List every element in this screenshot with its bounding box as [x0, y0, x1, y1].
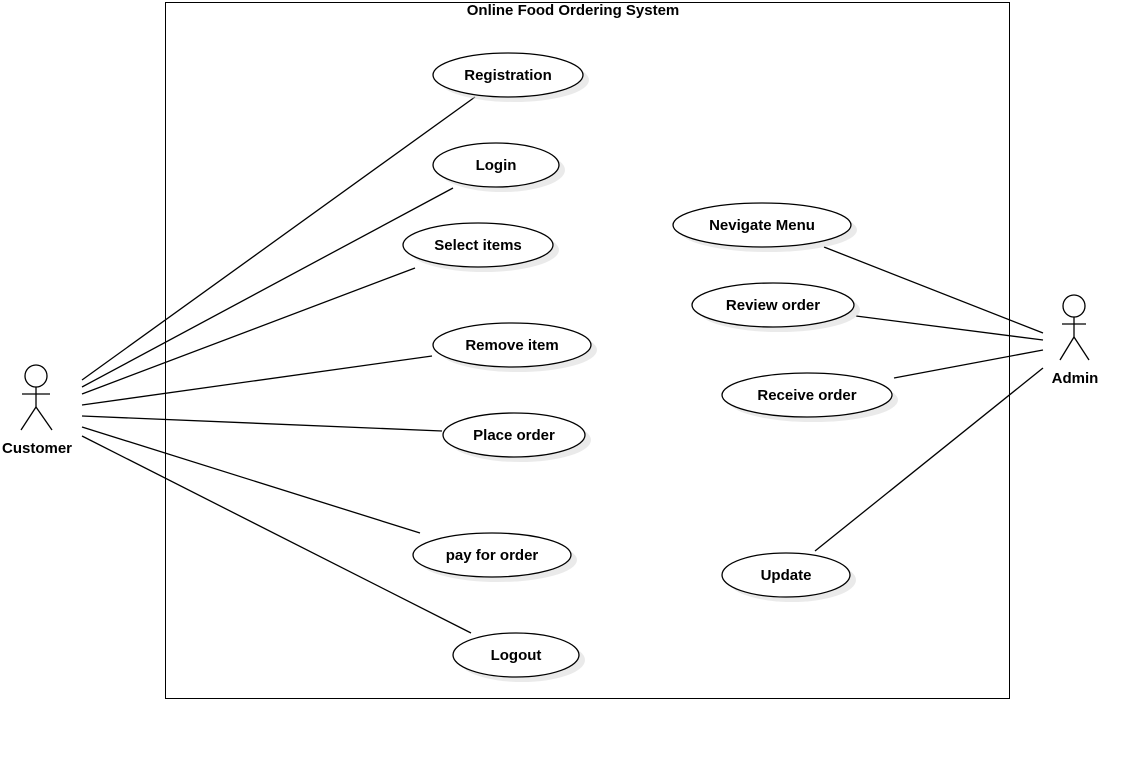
- use-case-label: Nevigate Menu: [709, 217, 815, 234]
- actor-label: Admin: [1052, 370, 1099, 387]
- use-case-label: Review order: [726, 297, 820, 314]
- assoc-customer-place-order: [81, 415, 443, 432]
- use-case-receive-order: Receive order: [721, 372, 898, 422]
- use-case-label: Logout: [491, 647, 542, 664]
- stick-figure-icon: [20, 364, 53, 431]
- use-case-review-order: Review order: [691, 282, 860, 332]
- assoc-admin-nevigate-menu: [823, 246, 1044, 334]
- assoc-customer-remove-item: [81, 355, 433, 406]
- assoc-customer-registration: [81, 96, 476, 381]
- actor-label: Customer: [2, 440, 72, 457]
- assoc-customer-logout: [81, 435, 472, 634]
- associations: [81, 96, 1044, 634]
- use-case-label: pay for order: [446, 547, 539, 564]
- assoc-admin-update: [814, 367, 1044, 552]
- use-case-nevigate-menu: Nevigate Menu: [672, 202, 857, 252]
- use-case-label: Update: [761, 567, 812, 584]
- use-case-update: Update: [721, 552, 856, 602]
- use-case-registration: Registration: [432, 52, 589, 102]
- assoc-customer-login: [81, 187, 454, 388]
- use-case-label: Place order: [473, 427, 555, 444]
- actor-customer: Customer: [2, 364, 72, 457]
- use-case-place-order: Place order: [442, 412, 591, 462]
- system-title: Online Food Ordering System: [467, 2, 680, 19]
- system-boundary: [165, 2, 1010, 699]
- use-case-login: Login: [432, 142, 565, 192]
- assoc-admin-receive-order: [893, 349, 1044, 379]
- assoc-customer-select-items: [81, 267, 416, 395]
- use-case-pay-for-order: pay for order: [412, 532, 577, 582]
- assoc-admin-review-order: [855, 315, 1044, 341]
- use-case-remove-item: Remove item: [432, 322, 597, 372]
- use-case-label: Select items: [434, 237, 522, 254]
- use-case-label: Login: [476, 157, 517, 174]
- use-case-logout: Logout: [452, 632, 585, 682]
- use-case-label: Remove item: [465, 337, 558, 354]
- use-case-label: Registration: [464, 67, 552, 84]
- assoc-customer-pay-for-order: [81, 426, 421, 534]
- use-case-select-items: Select items: [402, 222, 559, 272]
- stick-figure-icon: [1059, 294, 1090, 361]
- actor-admin: Admin: [1052, 294, 1099, 387]
- use-case-label: Receive order: [757, 387, 856, 404]
